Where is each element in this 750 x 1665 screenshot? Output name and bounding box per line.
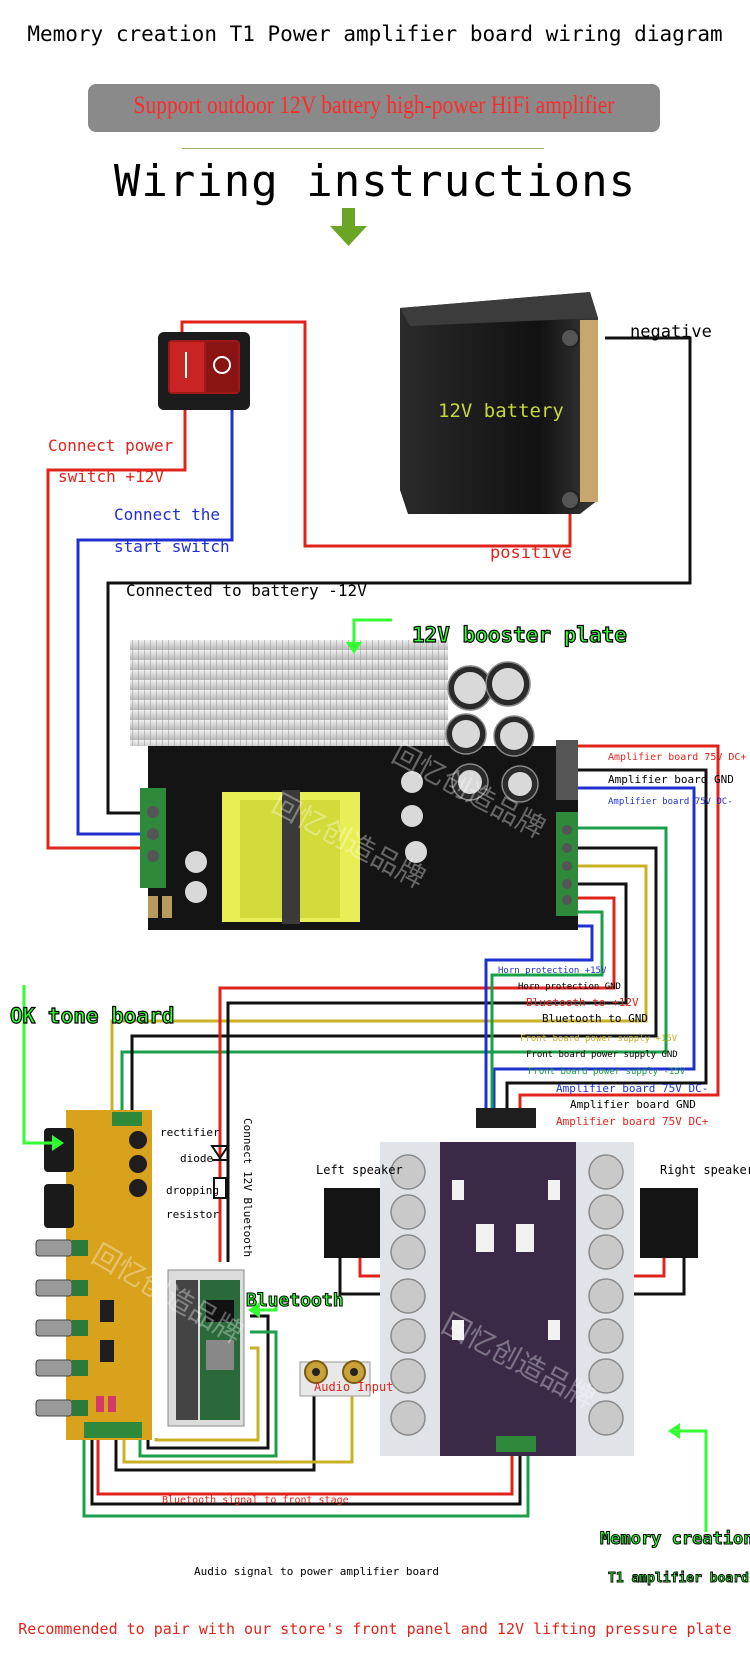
aux-amp-dc-plus: Amplifier board 75V DC+ xyxy=(556,1115,709,1128)
wire-75v-dc-plus xyxy=(518,744,720,1112)
section-title: Wiring instructions xyxy=(113,156,637,207)
aux-amp-dc-minus: Amplifier board 75V DC- xyxy=(556,1082,708,1095)
amplifier-label-1: Memory creation xyxy=(600,1529,750,1549)
wire-bluetooth-12v xyxy=(218,896,616,1262)
audio-signal-label: Audio signal to power amplifier board xyxy=(194,1565,439,1578)
right-speaker-label: Right speaker xyxy=(660,1163,750,1177)
resistor-label: resistor xyxy=(166,1208,219,1221)
page-title: Memory creation T1 Power amplifier board… xyxy=(27,22,723,46)
aux-front-minus15v: Front board power supply -15V xyxy=(528,1067,686,1077)
aux-bt-gnd: Bluetooth to GND xyxy=(542,1012,648,1025)
booster-label-arrow xyxy=(346,618,392,654)
connect-bluetooth-label: Connect 12V Bluetooth xyxy=(241,1118,254,1257)
bluetooth-label: Bluetooth xyxy=(246,1290,344,1311)
output-label-gnd: Amplifier board GND xyxy=(608,773,734,786)
aux-front-gnd: Front board power supply GND xyxy=(526,1050,678,1060)
wire-start-switch xyxy=(76,405,234,836)
battery-label: 12V battery xyxy=(438,400,564,422)
wire-75v-dc-minus xyxy=(492,786,696,1112)
wire-bt-signal-a xyxy=(146,1314,270,1450)
wire-front-plus15v xyxy=(110,864,648,1124)
booster-plate xyxy=(130,640,578,930)
tone-board-label: OK tone board xyxy=(10,1004,174,1028)
wire-bt-signal-c xyxy=(154,1346,260,1442)
left-speaker-label: Left speaker xyxy=(316,1163,403,1177)
aux-horn-15v: Horn protection +15V xyxy=(498,966,607,976)
battery-ground-label: Connected to battery -12V xyxy=(126,581,367,600)
aux-bt-12v: Bluetooth to +12V xyxy=(526,996,639,1009)
start-switch-label-2: start switch xyxy=(114,537,230,556)
power-switch-label-2: switch +12V xyxy=(58,467,164,486)
dropping-label: dropping xyxy=(166,1184,219,1197)
wire-bt-signal-b xyxy=(138,1330,278,1458)
left-speaker-icon xyxy=(324,1188,382,1258)
right-speaker-icon xyxy=(640,1188,698,1258)
booster-label: 12V booster plate xyxy=(412,623,627,647)
aux-front-15v: Front board power supply +15V xyxy=(520,1034,678,1044)
bluetooth-label-arrow xyxy=(248,1298,278,1318)
amplifier-board xyxy=(380,1108,634,1456)
wire-audio-out-black xyxy=(90,1438,522,1506)
wire-bluetooth-gnd xyxy=(226,882,628,1262)
wire-switch-to-battery-positive xyxy=(180,320,572,548)
battery-negative-label: negative xyxy=(630,322,712,342)
wire-audio-out-red xyxy=(96,1438,514,1496)
diode-label: diode xyxy=(180,1152,213,1165)
divider-line xyxy=(182,148,544,149)
power-switch-label-1: Connect power xyxy=(48,436,174,455)
wire-horn-15v xyxy=(484,924,594,1112)
aux-amp-gnd: Amplifier board GND xyxy=(570,1098,696,1111)
wire-front-gnd xyxy=(130,846,658,1124)
footer-note: Recommended to pair with our store's fro… xyxy=(18,1620,732,1638)
tone-board xyxy=(35,1110,152,1440)
audio-input-label: Audio Input xyxy=(314,1380,393,1394)
headline-banner: Support outdoor 12V battery high-power H… xyxy=(88,84,660,132)
bluetooth-module xyxy=(167,1269,245,1427)
wire-amp-gnd xyxy=(505,768,708,1112)
battery xyxy=(400,292,598,514)
rocker-switch xyxy=(158,332,250,410)
aux-horn-gnd: Horn protection GND xyxy=(518,982,621,992)
rectifier-label: rectifier xyxy=(160,1126,220,1139)
start-switch-label-1: Connect the xyxy=(114,505,220,524)
resistor-icon xyxy=(213,1177,227,1199)
amplifier-label-2: T1 amplifier board xyxy=(608,1571,749,1586)
banner-text: Support outdoor 12V battery high-power H… xyxy=(133,92,615,119)
output-label-dc-minus: Amplifier board 75V DC- xyxy=(608,797,733,807)
wire-power-switch-12v xyxy=(46,405,187,850)
rca-audio-input xyxy=(299,1360,371,1397)
battery-positive-label: positive xyxy=(490,543,572,563)
wire-battery-negative xyxy=(106,336,692,815)
tone-label-arrow xyxy=(22,985,64,1151)
wire-audio-out-green xyxy=(82,1438,530,1518)
down-arrow-icon xyxy=(330,208,367,246)
wire-front-minus15v xyxy=(120,826,668,1124)
output-label-dc-plus: Amplifier board 75V DC+ xyxy=(608,752,746,763)
wire-horn-gnd xyxy=(490,910,604,1112)
wire-audio-in-right xyxy=(122,1392,354,1464)
bluetooth-signal-label: Bluetooth signal to front stage xyxy=(162,1495,349,1506)
amp-label-arrow xyxy=(668,1423,708,1532)
wire-audio-in-left xyxy=(114,1392,316,1472)
diode-icon xyxy=(210,1145,230,1161)
